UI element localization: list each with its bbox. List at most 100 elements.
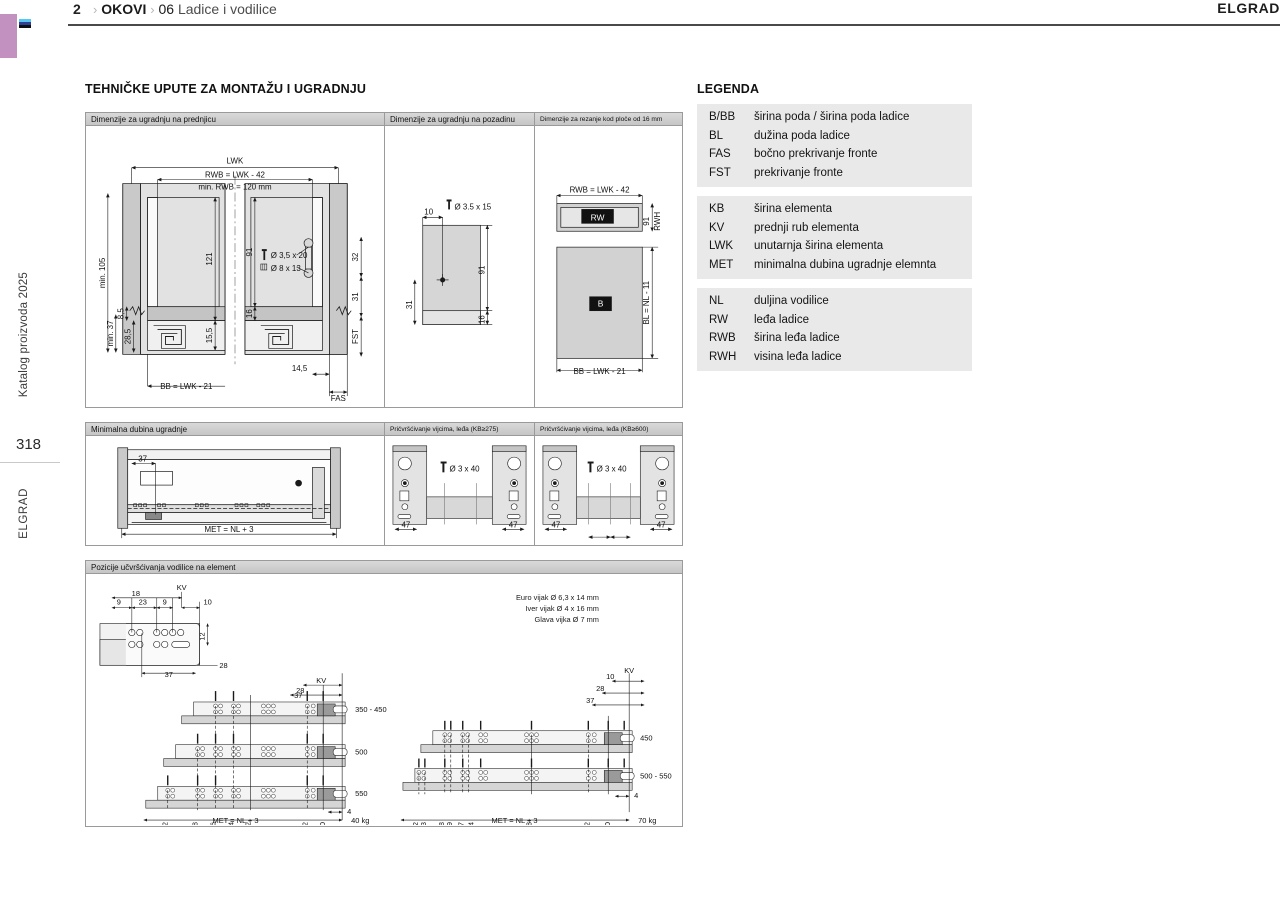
screw-specification-note: Euro vijak Ø 6,3 x 14 mm Iver vijak Ø 4 … <box>516 592 599 625</box>
bottom-dim: 0 <box>318 822 327 825</box>
dim-fst: FST <box>351 329 360 344</box>
panel-title: Dimenzije za ugradnju na pozadinu <box>385 113 534 126</box>
legend-title: LEGENDA <box>697 82 760 96</box>
dim-12: 12 <box>198 632 207 640</box>
diagram-back-mount: 10 Ø 3.5 x 15 91 16 31 <box>405 199 493 325</box>
panel-body: RWB = LWK - 42 RW 91 RWH B BL = NL - 11 … <box>535 126 682 406</box>
dim-rwb: RWB = LWK - 42 <box>205 171 266 180</box>
panel-title: Pričvršćivanje vijcima, leđa (KB≥275) <box>385 423 534 436</box>
screw-spec-line-1: Euro vijak Ø 6,3 x 14 mm <box>516 593 599 602</box>
bottom-dim: 343 <box>419 822 428 825</box>
dim-9-a: 9 <box>117 598 121 607</box>
screw-label-1: Ø 3,5 x 20 <box>271 251 308 260</box>
panel-title: Dimenzije za ugradnju na prednjicu <box>86 113 384 126</box>
legend-key: NL <box>709 295 724 307</box>
bottom-dim: 192 <box>243 822 252 825</box>
dim-14-5: 14,5 <box>292 364 308 373</box>
panel-title: Pozicije učvršćivanja vodilice na elemen… <box>86 561 682 574</box>
diagram-screw-fixing-600: Ø 3 x 40 47 47 <box>542 445 675 539</box>
legend-row: KV prednji rub elementa <box>697 219 972 238</box>
breadcrumb-number: 2 <box>73 1 81 17</box>
legend-key: FST <box>709 166 731 179</box>
legend-group-3: NL duljina vodilice RW leđa ladice RWB š… <box>697 288 972 371</box>
rail-brand-label: ELGRAD <box>18 488 30 539</box>
breadcrumb-subcategory[interactable]: Ladice i vodilice <box>177 1 277 17</box>
legend-value: minimalna dubina ugradnje elemnta <box>754 258 937 271</box>
panel-screw-fixing-kb600: Pričvršćivanje vijcima, leđa (KB≥600) <box>535 422 683 546</box>
technical-instructions-title: TEHNIČKE UPUTE ZA MONTAŽU I UGRADNJU <box>85 82 367 96</box>
bottom-dim: 288 <box>437 822 446 825</box>
label-b: B <box>598 299 604 309</box>
dim-kv-left: KV <box>316 676 326 685</box>
legend-value: dužina poda ladice <box>754 129 850 142</box>
header-rule <box>68 24 1280 26</box>
screw-icons-group <box>488 592 682 825</box>
met-right: MET = NL + 3 <box>492 816 538 825</box>
breadcrumb-category[interactable]: OKOVI <box>101 1 147 17</box>
rail-label-r1: 450 <box>640 734 652 743</box>
legend-row: NL duljina vodilice <box>697 292 972 311</box>
dim-kv-right: KV <box>624 666 634 675</box>
dim-bl: BL = NL - 11 <box>642 280 651 324</box>
dim-47-left: 47 <box>551 520 560 529</box>
panel-title: Minimalna dubina ugradnje <box>86 423 384 436</box>
legend-value: bočno prekrivanje fronte <box>754 148 878 160</box>
legend-value: visina leđa ladice <box>754 350 842 363</box>
breadcrumb-subcategory-number: 06 <box>158 1 175 17</box>
legend-key: KV <box>709 221 725 234</box>
legend-row: RW leđa ladice <box>697 311 972 330</box>
dim-rwh: RWH <box>653 212 662 231</box>
screw-icon <box>587 461 594 473</box>
panel-cut-dimensions-16mm: Dimenzije za rezanje kod ploče od 16 mm <box>535 112 683 408</box>
screw-icon <box>446 199 452 210</box>
dim-min-37: min. 37 <box>106 320 115 347</box>
dim-4-left: 4 <box>347 807 351 816</box>
breadcrumb: › OKOVI › 06 Ladice i vodilice <box>93 0 277 19</box>
page-number: 318 <box>16 436 42 453</box>
dim-37-right: 37 <box>586 696 594 705</box>
dim-9-b: 9 <box>163 598 167 607</box>
screw-label: Ø 3 x 40 <box>597 464 628 473</box>
dim-28-right: 28 <box>596 684 604 693</box>
bottom-dim: 224 <box>226 822 235 825</box>
dim-rwb: RWB = LWK - 42 <box>570 186 631 195</box>
screw-spec-line-3: Glava vijka Ø 7 mm <box>534 615 599 624</box>
legend-row: RWB širina leđa ladice <box>697 329 972 348</box>
panel-title: Dimenzije za rezanje kod ploče od 16 mm <box>535 113 682 126</box>
dim-91: 91 <box>245 247 254 256</box>
legend-value: leđa ladice <box>754 313 809 326</box>
dim-121: 121 <box>205 252 214 266</box>
screw-icon <box>260 249 268 271</box>
panel-runner-fixing-positions: Pozicije učvršćivanja vodilice na elemen… <box>85 560 683 827</box>
diagram-screw-fixing-275: Ø 3 x 40 47 47 <box>392 445 527 532</box>
bottom-dim: 32 <box>582 822 591 825</box>
bottom-dim: 256 <box>209 822 218 825</box>
rail-label-r2: 500 - 550 <box>640 771 672 780</box>
dim-91: 91 <box>642 216 651 225</box>
legend-row: RWH visina leđa ladice <box>697 348 972 367</box>
dim-10-right: 10 <box>606 672 614 681</box>
legend-key: BL <box>709 129 724 142</box>
dim-met: MET = NL + 3 <box>205 525 255 534</box>
legend-value: unutarnja širina elementa <box>754 240 884 252</box>
load-right: 70 kg <box>638 816 656 825</box>
legend-key: KB <box>709 203 725 215</box>
panel-body: 10 Ø 3.5 x 15 91 16 31 <box>385 126 534 406</box>
panel-body: 37 MET = NL + 3 <box>86 436 384 544</box>
dim-bb: BB = LWK - 21 <box>160 382 213 391</box>
bottom-dim: 288 <box>191 822 200 825</box>
legend-row: LWK unutarnja širina elementa <box>697 237 972 256</box>
dim-18: 18 <box>132 589 140 598</box>
legend-value: širina poda / širina poda ladice <box>754 111 910 123</box>
legend-key: LWK <box>709 240 734 252</box>
panel-body: Euro vijak Ø 6,3 x 14 mm Iver vijak Ø 4 … <box>86 574 682 825</box>
bottom-dim: 224 <box>467 822 476 825</box>
flag-icon <box>19 19 31 28</box>
legend-value: prednji rub elementa <box>754 221 859 234</box>
screw-label-2: Ø 8 x 13 <box>271 264 302 273</box>
dim-47-right: 47 <box>657 520 666 529</box>
bottom-dim: 247 <box>457 822 466 825</box>
legend-row: B/BB širina poda / širina poda ladice <box>697 108 972 127</box>
screw-spec-line-2: Iver vijak Ø 4 x 16 mm <box>525 604 599 613</box>
